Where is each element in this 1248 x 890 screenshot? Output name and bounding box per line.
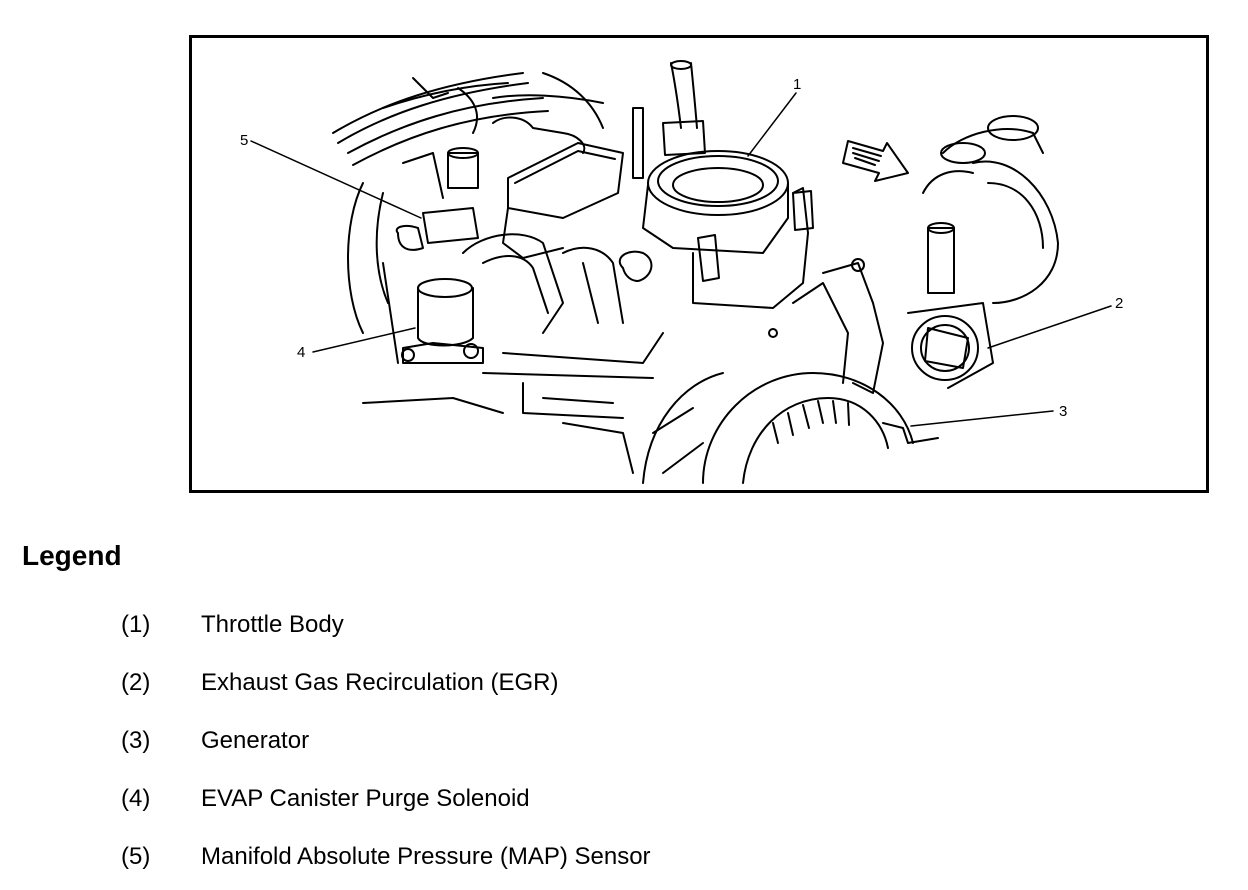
engine-line-drawing (250, 60, 1112, 484)
legend-label: Manifold Absolute Pressure (MAP) Sensor (201, 843, 651, 870)
lower-left-parts (347, 182, 634, 474)
legend-heading: Legend (22, 540, 122, 571)
engine-diagram-frame: 1 2 3 4 5 (189, 35, 1209, 493)
leader-lines (250, 92, 1112, 427)
legend-number: (4) (121, 785, 151, 812)
legend-number: (5) (121, 843, 151, 870)
vacuum-tube (632, 60, 706, 179)
air-inlet-housing (492, 116, 624, 259)
legend-number: (2) (121, 669, 151, 696)
legend-number: (1) (121, 611, 151, 638)
legend-number: (3) (121, 727, 151, 754)
generator (642, 372, 939, 484)
right-housing (922, 115, 1059, 304)
callout-4: 4 (297, 344, 305, 361)
legend-label: Throttle Body (201, 611, 344, 638)
callout-1: 1 (793, 76, 801, 93)
front-direction-arrow (842, 140, 909, 182)
generator-bracket (768, 258, 884, 394)
map-sensor (395, 147, 479, 251)
legend-label: Exhaust Gas Recirculation (EGR) (201, 669, 559, 696)
hoses-upper-left (332, 72, 604, 166)
evap-purge-solenoid (382, 262, 484, 364)
egr-valve (907, 222, 994, 389)
throttle-body (618, 150, 814, 309)
callout-labels: 1 2 3 4 5 (240, 76, 1123, 420)
callout-5: 5 (240, 132, 248, 149)
legend-label: Generator (201, 727, 310, 754)
callout-3: 3 (1059, 403, 1067, 420)
callout-2: 2 (1115, 295, 1123, 312)
legend-label: EVAP Canister Purge Solenoid (201, 785, 530, 812)
intake-manifold (462, 233, 664, 419)
